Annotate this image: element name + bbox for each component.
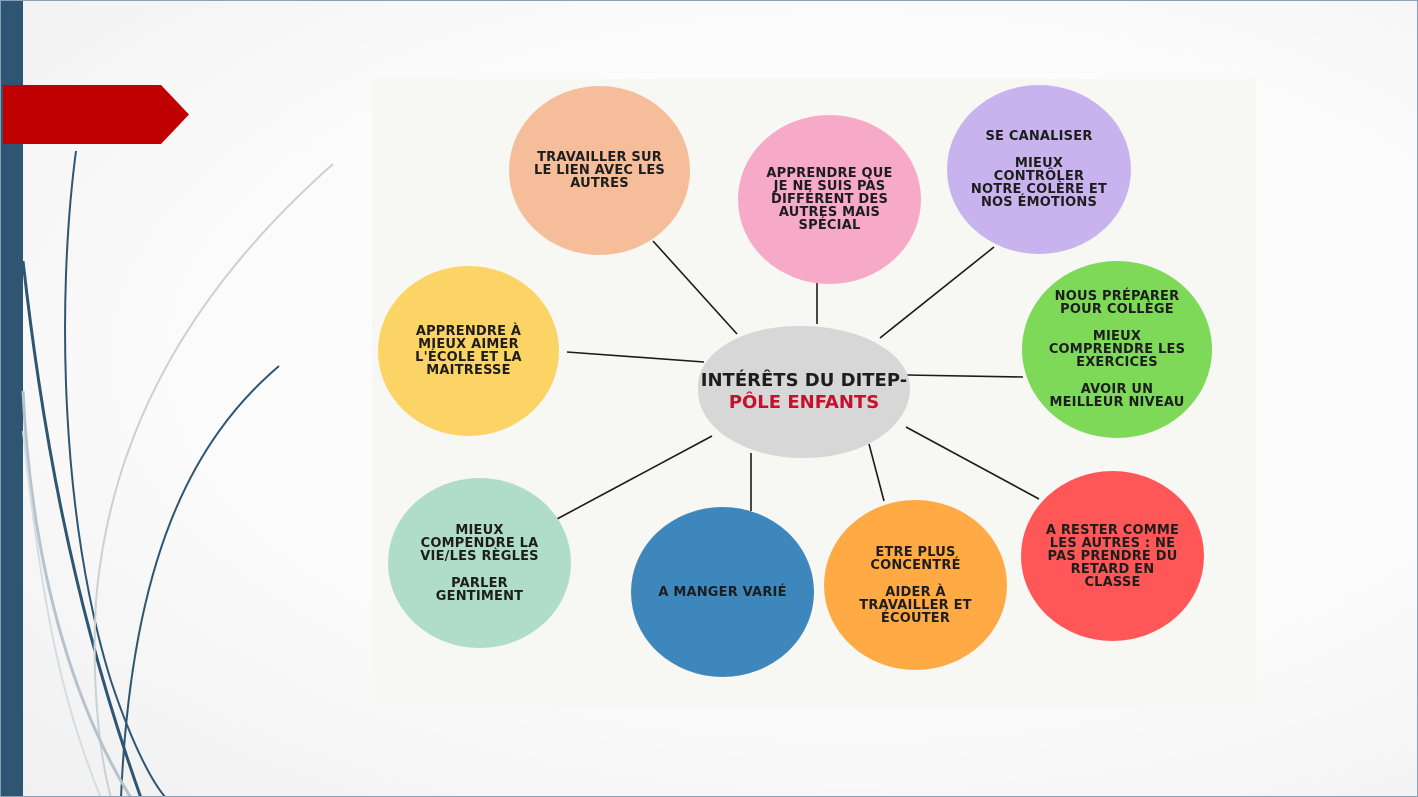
bubble-text-line: NOUS PRÉPARER [1054, 289, 1180, 304]
bubble-text-line: CONCENTRÉ [870, 557, 961, 573]
red-arrow-banner [3, 85, 189, 144]
bubble-text-line: DIFFÉRENT DES [770, 192, 889, 207]
center-title: INTÉRÊTS DU DITEP- [700, 370, 908, 391]
bubble-text-line: GENTIMENT [435, 588, 524, 604]
bubble-text-line: A MANGER VARIÉ [658, 584, 787, 600]
bubble-text-line: MIEUX [1092, 329, 1142, 344]
swoosh-dark-1 [64, 150, 166, 796]
swoosh-light-3 [22, 430, 102, 796]
bubble-text-line: MIEUX AIMER [418, 337, 519, 352]
bubble-text-line: AUTRES [570, 176, 629, 191]
bubble-text-line: PARLER [451, 575, 508, 591]
connector-lines [556, 240, 1040, 520]
bubble-manger-varie: A MANGER VARIÉ [631, 507, 814, 677]
swoosh-light-1 [93, 163, 334, 796]
connector-line [879, 246, 995, 339]
bubble-text-line: SPÉCIAL [798, 218, 861, 233]
bubble-text-line: NOTRE COLÈRE ET [970, 182, 1108, 197]
connector-line [556, 435, 713, 520]
bubble-text-line: MAITRESSE [426, 363, 511, 378]
connector-line [868, 443, 885, 502]
bubble-text-line: CONTRÔLER [993, 169, 1085, 184]
bubble-text-line: SE CANALISER [985, 129, 1093, 144]
bubble-text-line: ÉCOUTER [880, 610, 951, 626]
bubble-text-line: MIEUX [1014, 156, 1064, 171]
connector-line [566, 351, 705, 363]
bubble-text-line: NOS ÉMOTIONS [980, 195, 1098, 210]
connector-line [905, 426, 1040, 500]
swoosh-dark-2 [21, 260, 142, 796]
decorative-swooshes [21, 150, 334, 796]
bubble-text-line: PAS PRENDRE DU [1047, 548, 1178, 564]
mind-map-diagram: INTÉRÊTS DU DITEP- PÔLE ENFANTS TRAVAILL… [372, 79, 1256, 710]
bubble-text-line: LES AUTRES : NE [1049, 535, 1176, 551]
bubble-text-line: EXERCICES [1076, 355, 1158, 370]
bubble-text-line: COMPENDRE LA [420, 535, 539, 551]
swoosh-light-2 [21, 390, 132, 796]
center-subtitle: PÔLE ENFANTS [728, 392, 880, 413]
bubble-text-line: LE LIEN AVEC LES [533, 163, 665, 178]
bubble-text-line: MIEUX [455, 522, 504, 538]
center-topic: INTÉRÊTS DU DITEP- PÔLE ENFANTS [698, 326, 910, 458]
bubble-text-line: TRAVAILLER SUR [537, 150, 662, 165]
swoosh-dark-3 [120, 365, 280, 796]
bubble-text-line: A RESTER COMME [1045, 522, 1180, 538]
bubble-text-line: AUTRES MAIS [778, 205, 881, 220]
bubble-text-line: APPRENDRE QUE [766, 166, 893, 181]
bubble-text-line: L'ÉCOLE ET LA [415, 350, 522, 365]
bubble-text-line: CLASSE [1084, 574, 1141, 590]
bubble-text-line: APPRENDRE À [415, 324, 522, 339]
bubble-text-line: COMPRENDRE LES [1048, 342, 1186, 357]
bubble-text-line: POUR COLLÈGE [1060, 302, 1174, 317]
connector-line [652, 240, 738, 335]
sidebar-stripe [1, 1, 23, 796]
bubble-text-line: TRAVAILLER ET [859, 597, 972, 613]
bubble-text-line: AIDER À [885, 584, 946, 600]
connector-line [905, 374, 1024, 378]
bubble-text-line: ETRE PLUS [875, 544, 956, 560]
bubble-text-line: MEILLEUR NIVEAU [1049, 395, 1185, 410]
bubble-text-line: VIE/LES RÈGLES [420, 548, 539, 564]
bubble-text-line: JE NE SUIS PAS [773, 179, 886, 194]
bubble-text-line: AVOIR UN [1080, 382, 1154, 397]
bubble-text-line: RETARD EN [1070, 561, 1155, 577]
